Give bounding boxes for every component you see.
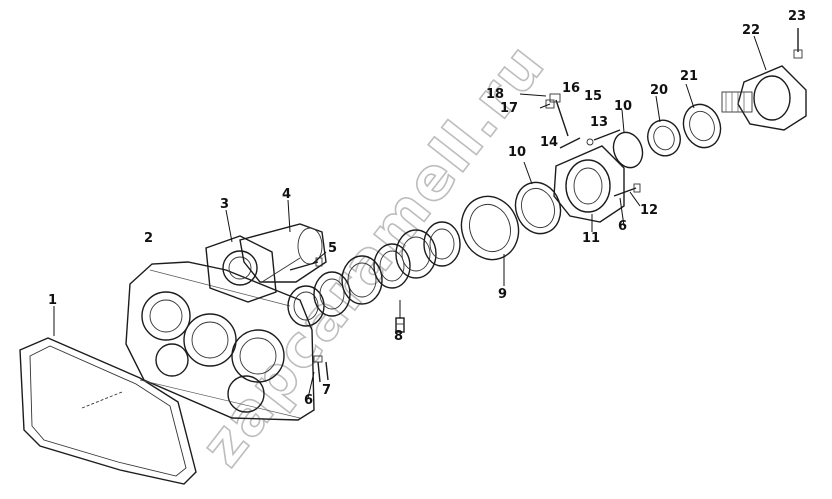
callout-13: 13 [590, 115, 608, 130]
part-10-ring [514, 181, 562, 235]
part-21-bearing [682, 103, 722, 149]
callout-15: 15 [584, 89, 602, 104]
part-11-bearing-housing [553, 145, 625, 223]
callout-3: 3 [220, 197, 229, 212]
callout-5: 5 [328, 241, 337, 256]
callout-11: 11 [582, 231, 600, 246]
callout-22: 22 [742, 23, 760, 38]
leader-lines [53, 35, 767, 399]
parts-13-18-hardware [545, 93, 621, 149]
callout-10-right: 10 [614, 99, 632, 114]
callout-9: 9 [498, 287, 507, 302]
callout-12: 12 [640, 203, 658, 218]
callout-8: 8 [394, 329, 403, 344]
ring-group-left [287, 221, 461, 327]
callout-20: 20 [650, 83, 668, 98]
callout-18: 18 [486, 87, 504, 102]
part-23-bolt [793, 28, 803, 59]
callout-16: 16 [562, 81, 580, 96]
part-2-housing [125, 261, 315, 421]
part-4-cover [239, 223, 327, 283]
part-3-flange-plate [205, 235, 277, 303]
callout-4: 4 [282, 187, 291, 202]
callout-14: 14 [540, 135, 558, 150]
part-20-ring [647, 119, 681, 157]
callout-2: 2 [144, 231, 153, 246]
callout-6-right: 6 [618, 219, 627, 234]
part-1-gasket [19, 337, 197, 485]
callout-1: 1 [48, 293, 57, 308]
callout-labels: 1 2 3 4 5 6 6 7 8 9 10 10 11 12 13 14 15… [48, 9, 806, 408]
part-9-gasket-ring [460, 195, 520, 261]
part-12-bolt [613, 183, 641, 197]
callout-23: 23 [788, 9, 806, 24]
callout-6-bottom: 6 [304, 393, 313, 408]
callout-7: 7 [322, 383, 331, 398]
part-19-ring [612, 131, 644, 169]
callout-21: 21 [680, 69, 698, 84]
callout-10-left: 10 [508, 145, 526, 160]
parts-6-7-bolts [313, 355, 329, 383]
part-22-flanged-shaft [721, 65, 807, 131]
callout-17: 17 [500, 101, 518, 116]
